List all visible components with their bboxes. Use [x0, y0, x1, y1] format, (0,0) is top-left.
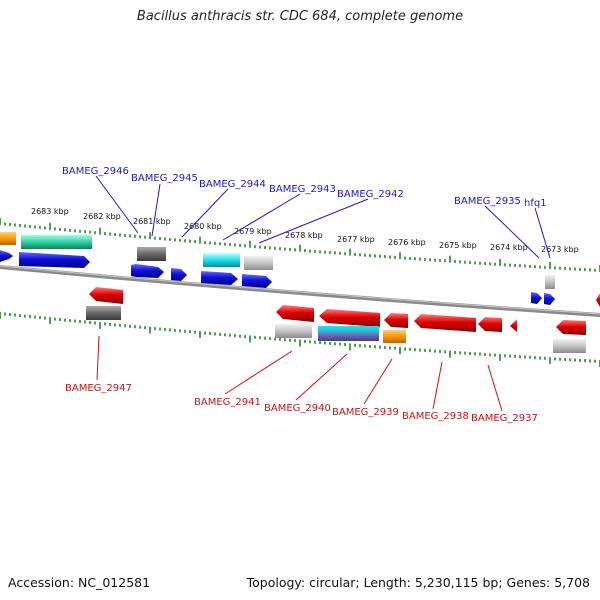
forward-cds [19, 252, 90, 268]
gene-label: BAMEG_2941 [194, 397, 261, 408]
genome-backbone [0, 265, 600, 317]
gene-label: BAMEG_2938 [402, 411, 469, 422]
pseudo-gene [86, 306, 121, 320]
forward-cds [242, 274, 272, 288]
ruler-label: 2677 kbp [337, 235, 375, 244]
gene-labels-reverse: BAMEG_2947 BAMEG_2941 BAMEG_2940 BAMEG_2… [65, 383, 538, 424]
ruler-label: 2680 kbp [184, 222, 222, 231]
gene-label: BAMEG_2935 [454, 196, 521, 207]
outer-tick-track [0, 218, 600, 272]
pseudo-gene [545, 275, 555, 289]
rna-feature [21, 235, 92, 249]
gene-label: hfq1 [524, 198, 547, 209]
multi-feature [318, 326, 379, 341]
gene-label: BAMEG_2939 [332, 407, 399, 418]
reverse-cds [414, 314, 476, 332]
ruler-label: 2674 kbp [490, 243, 528, 252]
forward-strand-features [0, 232, 555, 305]
orange-feature [0, 232, 16, 245]
reverse-strand-features [86, 287, 600, 353]
accession-text: Accession: NC_012581 [8, 575, 151, 590]
ruler-label: 2679 kbp [234, 227, 272, 236]
gene-label: BAMEG_2944 [199, 179, 266, 190]
ruler-label: 2682 kbp [83, 212, 121, 221]
forward-cds [201, 271, 238, 285]
reverse-cds [556, 320, 586, 335]
forward-cds [544, 293, 555, 305]
gene-label: BAMEG_2947 [65, 383, 132, 394]
gene-label: BAMEG_2943 [269, 184, 336, 195]
pseudo-gene [275, 324, 312, 338]
gene-label: BAMEG_2945 [131, 173, 198, 184]
ruler-label: 2676 kbp [388, 238, 426, 247]
reverse-cds [319, 309, 380, 327]
ruler-labels: 2683 kbp 2682 kbp 2681 kbp 2680 kbp 2679… [31, 207, 579, 254]
reverse-cds [384, 313, 408, 328]
pseudo-gene [553, 339, 586, 353]
inner-tick-track [0, 312, 600, 367]
gene-label: BAMEG_2942 [337, 189, 404, 200]
map-title: Bacillus anthracis str. CDC 684, complet… [136, 9, 464, 24]
forward-cds [131, 264, 164, 278]
leader-lines [95, 175, 551, 412]
genome-summary-text: Topology: circular; Length: 5,230,115 bp… [246, 575, 590, 590]
forward-cds [171, 268, 187, 281]
pseudo-gene [137, 247, 166, 261]
gene-label: BAMEG_2937 [471, 413, 538, 424]
ruler-label: 2681 kbp [133, 217, 171, 226]
reverse-cds [276, 305, 314, 322]
gene-label: BAMEG_2940 [264, 403, 331, 414]
forward-cds [0, 250, 13, 262]
forward-cds [531, 292, 542, 304]
reverse-cds [89, 287, 123, 304]
pseudo-gene [244, 256, 273, 270]
ruler-label: 2683 kbp [31, 207, 69, 216]
gene-label: BAMEG_2946 [62, 166, 129, 177]
ruler-label: 2675 kbp [439, 241, 477, 250]
gene-labels-forward: BAMEG_2946 BAMEG_2945 BAMEG_2944 BAMEG_2… [62, 166, 547, 209]
reverse-cds [478, 317, 502, 332]
orange-feature [383, 330, 406, 343]
reverse-cds [510, 319, 517, 332]
ruler-label: 2678 kbp [285, 231, 323, 240]
cyan-feature [203, 253, 240, 267]
reverse-cds [596, 293, 600, 307]
ruler-label: 2673 kbp [541, 245, 579, 254]
